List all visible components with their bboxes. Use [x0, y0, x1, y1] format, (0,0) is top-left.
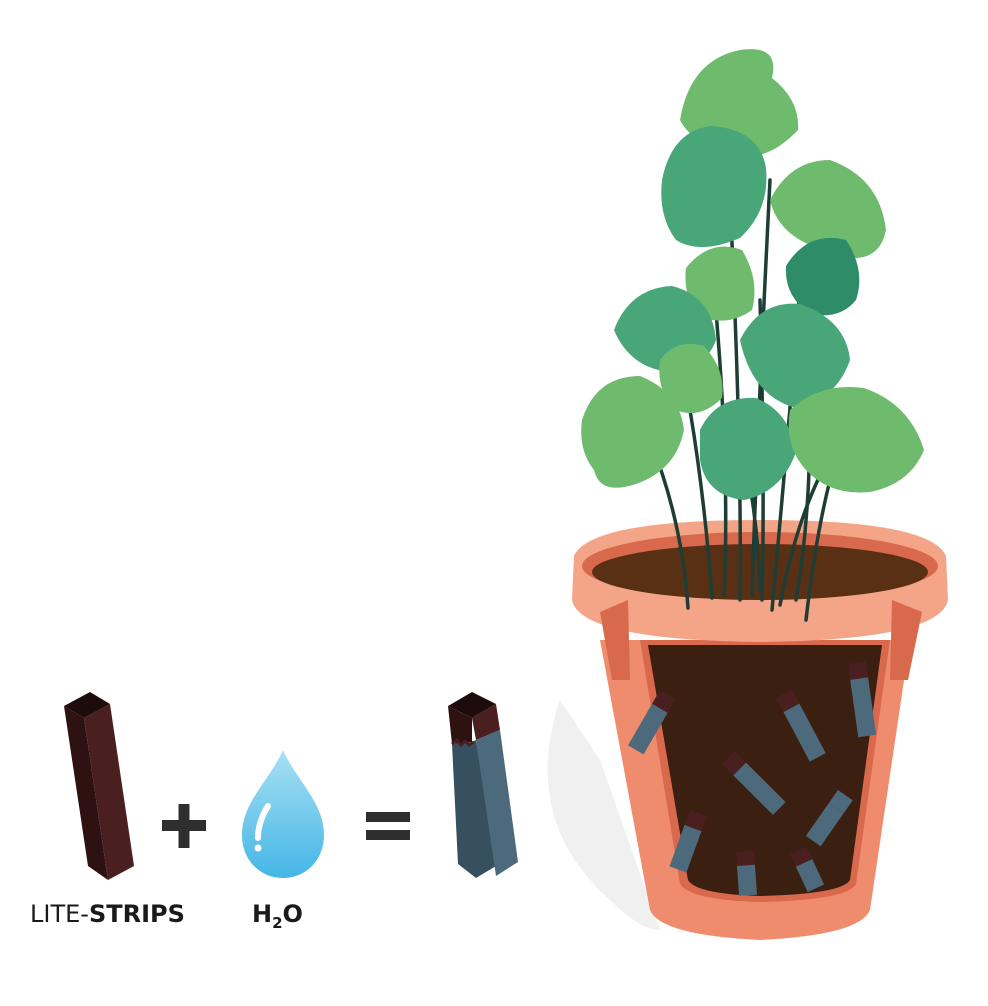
plant-leaves — [581, 49, 924, 500]
h2o-label: H2O — [252, 900, 303, 932]
subscript-two: 2 — [272, 914, 283, 932]
water-drop-icon — [242, 750, 324, 878]
h-letter: H — [252, 900, 273, 928]
equals-icon — [366, 812, 410, 840]
label-bold: STRIPS — [88, 900, 185, 928]
soil-strips — [628, 661, 877, 896]
label-prefix: LITE- — [30, 900, 89, 928]
dry-strip-icon — [64, 692, 134, 880]
wet-strip-icon — [448, 692, 518, 878]
plus-icon — [162, 804, 206, 848]
pot-shadow — [547, 700, 660, 930]
o-letter: O — [282, 900, 303, 928]
lite-strips-label: LITE-STRIPS — [30, 900, 185, 928]
